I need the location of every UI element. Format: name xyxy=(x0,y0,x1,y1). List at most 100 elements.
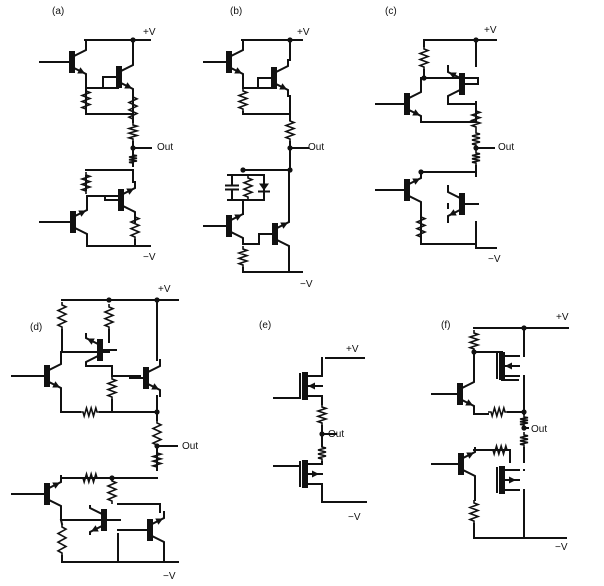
transistor-upper-lead xyxy=(85,333,102,347)
junction-dot xyxy=(154,297,160,303)
emitter-arrow xyxy=(412,178,421,185)
junction-dot xyxy=(471,349,477,355)
transistor-upper-lead xyxy=(148,511,165,527)
resistor xyxy=(56,524,68,556)
bipolar-transistor xyxy=(212,209,244,243)
bipolar-transistor xyxy=(133,511,165,549)
resistor xyxy=(105,376,119,400)
bipolar-transistor xyxy=(30,357,62,395)
junction-dot xyxy=(473,145,479,151)
diode-triangle xyxy=(259,183,269,191)
wire xyxy=(61,555,179,563)
resistor xyxy=(151,420,163,448)
panel-a-pos-rail-label: +V xyxy=(143,27,156,38)
mosfet-arrow xyxy=(505,362,512,370)
wire xyxy=(85,87,134,115)
resistor xyxy=(490,443,510,457)
transistor-upper-lead xyxy=(89,505,106,517)
resistor-zigzag xyxy=(519,432,529,448)
bipolar-transistor xyxy=(447,65,479,103)
transistor-lower-lead xyxy=(272,81,289,97)
mosfet xyxy=(496,352,520,380)
resistor xyxy=(80,471,100,485)
bipolar-transistor xyxy=(444,447,476,481)
transistor-upper-lead xyxy=(119,181,136,197)
panel-d-out-label: Out xyxy=(182,441,198,452)
resistor-zigzag xyxy=(79,88,93,112)
transistor-lower-lead xyxy=(405,193,422,209)
wire xyxy=(523,489,567,539)
junction-dot xyxy=(418,169,424,175)
panel-b-out-label: Out xyxy=(308,142,324,153)
panel-c-label: (c) xyxy=(385,6,397,17)
emitter-arrow xyxy=(448,72,457,79)
wire xyxy=(85,365,141,377)
transistor-upper-lead xyxy=(70,39,87,59)
resistor xyxy=(519,432,529,448)
wire xyxy=(473,409,489,415)
resistor-zigzag xyxy=(471,130,481,148)
resistor xyxy=(126,122,140,142)
junction-dot xyxy=(130,145,136,151)
panel-a-label: (a) xyxy=(52,6,64,17)
transistor-upper-lead xyxy=(447,65,464,81)
resistor-zigzag xyxy=(467,500,481,524)
transistor-lower-lead xyxy=(447,207,464,223)
transistor-upper-lead xyxy=(117,58,134,74)
bipolar-transistor xyxy=(443,377,475,411)
transistor-lower-lead xyxy=(447,87,464,103)
resistor-zigzag xyxy=(467,330,481,352)
wire xyxy=(420,207,477,245)
resistor-zigzag xyxy=(241,175,255,200)
emitter-arrow xyxy=(465,399,474,406)
emitter-arrow xyxy=(412,109,421,116)
transistor-lower-lead xyxy=(71,225,88,245)
panel-a-neg-rail-label: −V xyxy=(143,252,156,263)
bipolar-transistor xyxy=(30,475,62,513)
transistor-lower-lead xyxy=(89,523,106,535)
bipolar-transistor xyxy=(102,58,134,96)
diode xyxy=(258,174,270,201)
panel-d-pos-rail-label: +V xyxy=(158,284,171,295)
resistor xyxy=(467,330,481,352)
panel-c-pos-rail-label: +V xyxy=(484,25,497,36)
emitter-arrow xyxy=(90,525,99,532)
transistor-lower-lead xyxy=(273,237,290,253)
transistor-lower-lead xyxy=(227,229,244,243)
resistor-zigzag xyxy=(105,376,119,400)
bipolar-transistor xyxy=(55,39,87,85)
resistor xyxy=(414,214,428,240)
resistor xyxy=(283,118,297,142)
transistor-lower-lead xyxy=(119,203,136,219)
transistor-upper-lead xyxy=(227,209,244,223)
wire xyxy=(86,243,151,247)
mosfet-arrow xyxy=(312,470,319,478)
resistor xyxy=(105,478,119,504)
resistor-zigzag xyxy=(469,108,483,130)
resistor-zigzag xyxy=(283,118,297,142)
capacitor xyxy=(225,174,239,201)
resistor-zigzag xyxy=(128,214,142,240)
wire xyxy=(117,503,161,513)
resistor xyxy=(417,46,431,70)
wire xyxy=(60,511,101,521)
transistor-lower-lead xyxy=(458,397,475,411)
bipolar-transistor xyxy=(129,359,161,397)
bipolar-transistor xyxy=(85,333,117,367)
transistor-upper-lead xyxy=(45,357,62,373)
panel-f-pos-rail-label: +V xyxy=(556,312,569,323)
resistor xyxy=(127,94,139,122)
emitter-arrow xyxy=(52,381,61,388)
emitter-arrow xyxy=(234,214,243,221)
transistor-upper-lead xyxy=(227,39,244,59)
wire xyxy=(86,195,121,201)
junction-dot xyxy=(154,409,160,415)
emitter-arrow xyxy=(126,188,135,195)
resistor-zigzag xyxy=(488,405,508,419)
junction-dot xyxy=(287,37,293,43)
emitter-arrow xyxy=(52,482,61,489)
resistor-zigzag xyxy=(317,444,327,462)
resistor-zigzag xyxy=(80,405,100,419)
resistor xyxy=(241,175,255,200)
transistor-upper-lead xyxy=(71,199,88,219)
